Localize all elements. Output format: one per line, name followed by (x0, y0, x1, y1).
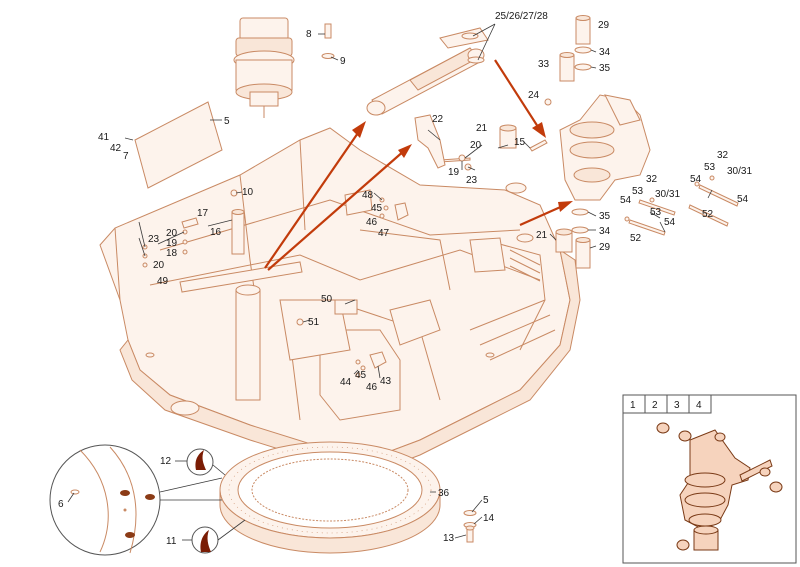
part-label: 9 (340, 56, 346, 67)
part-label: 14 (483, 513, 495, 524)
part-label: 21 (536, 230, 548, 241)
part-label: 5 (224, 116, 230, 127)
pins-and-bushes (461, 15, 592, 269)
part-label: 46 (366, 217, 378, 228)
part-label: 20 (166, 228, 178, 239)
part-label: 51 (308, 317, 320, 328)
cylinder (366, 27, 489, 116)
part-label: 32 (646, 174, 658, 185)
part-label: 21 (476, 123, 488, 134)
part-label: 45 (355, 370, 367, 381)
part-label: 45 (371, 203, 383, 214)
inset-tab-label: 4 (696, 400, 702, 411)
leader-lines (67, 23, 713, 541)
part-label: 19 (448, 167, 460, 178)
part-label: 42 (110, 143, 122, 154)
part-label: 46 (366, 382, 378, 393)
part-label: 6 (58, 499, 64, 510)
part-label: 34 (599, 47, 611, 58)
part-label: 10 (242, 187, 254, 198)
part-label: 8 (306, 29, 312, 40)
part-label: 53 (650, 207, 662, 218)
part-label: 20 (153, 260, 165, 271)
upper-frame (99, 127, 581, 471)
part-label: 19 (166, 238, 178, 249)
part-label: 12 (160, 456, 172, 467)
grease-box (334, 299, 358, 315)
detail-circle (49, 444, 161, 556)
inset-tab-label: 2 (652, 400, 658, 411)
part-number-labels: 25/26/27/28 29 8 9 34 33 35 24 5 22 41 4… (58, 11, 752, 547)
part-label: 53 (632, 186, 644, 197)
inset-tab-label: 1 (630, 400, 636, 411)
part-label: 24 (528, 90, 540, 101)
part-label: 52 (630, 233, 642, 244)
part-label: 18 (166, 248, 178, 259)
part-label: 32 (717, 150, 729, 161)
part-label: 54 (690, 174, 702, 185)
ring-bolt-set (463, 510, 477, 543)
part-label: 48 (362, 190, 374, 201)
part-label: 23 (148, 234, 160, 245)
part-label: 54 (664, 217, 676, 228)
part-label: 25/26/27/28 (495, 11, 548, 22)
part-label: 23 (466, 175, 478, 186)
right-pins-set (624, 175, 739, 236)
part-label: 34 (599, 226, 611, 237)
part-label: 36 (438, 488, 450, 499)
part-label: 15 (514, 137, 526, 148)
part-label: 13 (443, 533, 455, 544)
part-label: 52 (702, 209, 714, 220)
part-label: 16 (210, 227, 222, 238)
part-label: 29 (598, 20, 610, 31)
part-label: 5 (483, 495, 489, 506)
variant-inset: 1 2 3 4 (622, 394, 797, 564)
part-label: 54 (737, 194, 749, 205)
part-label: 33 (538, 59, 550, 70)
part-label: 30/31 (727, 166, 752, 177)
part-label: 41 (98, 132, 110, 143)
part-label: 50 (321, 294, 333, 305)
part-label: 35 (599, 63, 611, 74)
grease-nipple-icons (186, 448, 219, 554)
part-label: 30/31 (655, 189, 680, 200)
part-label: 54 (620, 195, 632, 206)
part-label: 44 (340, 377, 352, 388)
part-label: 20 (470, 140, 482, 151)
part-label: 43 (380, 376, 392, 387)
part-label: 17 (197, 208, 209, 219)
pointer-arrows (264, 59, 573, 271)
part-label: 47 (378, 228, 390, 239)
slewing-ring (219, 441, 441, 554)
part-label: 29 (599, 242, 611, 253)
swing-bracket (559, 94, 651, 201)
left-hardware (142, 23, 552, 268)
bracket-plate (414, 114, 446, 169)
cover-plate (134, 101, 223, 189)
part-label: 11 (166, 536, 177, 547)
part-label: 22 (432, 114, 444, 125)
inset-tab-label: 3 (674, 400, 680, 411)
part-label: 7 (123, 151, 129, 162)
part-label: 53 (704, 162, 716, 173)
part-label: 35 (599, 211, 611, 222)
swing-motor (233, 17, 295, 118)
part-label: 49 (157, 276, 169, 287)
